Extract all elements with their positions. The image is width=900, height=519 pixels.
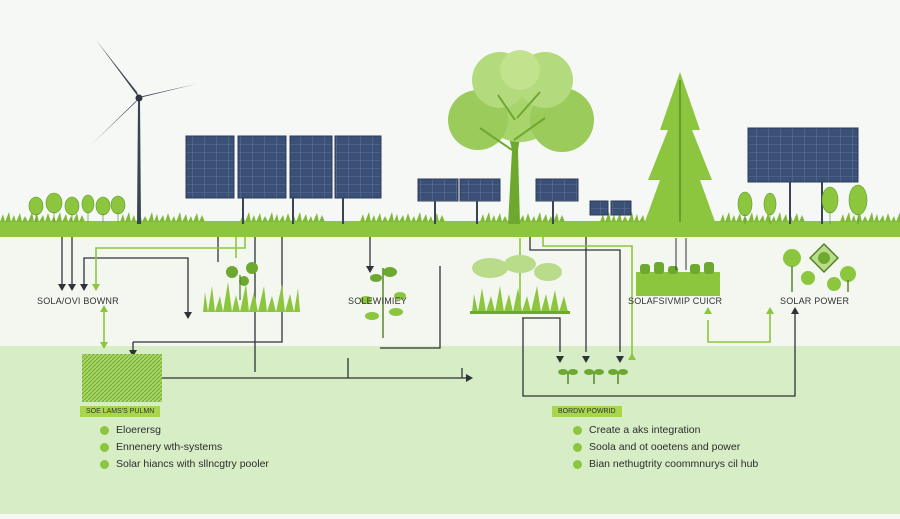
bullet-dot-icon <box>573 460 582 469</box>
plant-icon <box>783 243 856 292</box>
bullet-dot-icon <box>573 426 582 435</box>
list-item: Solar hiancs with sllncgtry pooler <box>100 456 269 473</box>
sprout-icon <box>360 267 406 338</box>
bullet-dot-icon <box>100 443 109 452</box>
solar-panel-icon <box>185 135 382 224</box>
solar-panel-icon <box>417 178 632 224</box>
label-right: SOLAR POWER <box>780 296 850 306</box>
sprout-icon <box>558 369 628 384</box>
upper-ground <box>0 236 900 346</box>
label-center: SOLEWIMIEY <box>348 296 408 306</box>
list-item: Create a aks integration <box>573 422 758 439</box>
connector-lines-green <box>95 237 771 360</box>
bullet-dot-icon <box>100 460 109 469</box>
label-right-center: SOLAFSIVMIP CUICR <box>628 296 723 306</box>
list-item: Bian nethugtrity coommnurys cil hub <box>573 456 758 473</box>
bullet-dot-icon <box>573 443 582 452</box>
panel-right-tag: BORDW POWRID <box>552 406 622 417</box>
panel-left-tag: SOE LAMS'S PULMN <box>80 406 161 417</box>
plant-icon <box>203 262 300 312</box>
panel-right-list: Create a aks integration Soola and ot oo… <box>573 422 758 473</box>
list-item: Ennenery wth-systems <box>100 439 269 456</box>
solar-panel-icon <box>747 127 859 224</box>
bushes-right <box>737 184 868 224</box>
tree-icon <box>448 50 594 224</box>
bushes-left <box>28 192 126 222</box>
arrow-heads <box>58 266 799 382</box>
plant-icon <box>636 238 720 296</box>
tree-icon <box>642 72 718 230</box>
list-item: Soola and ot ooetens and power <box>573 439 758 456</box>
label-left: SOLA/OVI BOWNR <box>37 296 119 306</box>
panel-left-list: Eloerersg Ennenery wth-systems Solar hia… <box>100 422 269 473</box>
hatched-field-block <box>82 354 162 402</box>
list-item: Eloerersg <box>100 422 269 439</box>
wind-turbine-icon <box>92 40 196 224</box>
bullet-dot-icon <box>100 426 109 435</box>
plant-icon <box>470 255 570 314</box>
